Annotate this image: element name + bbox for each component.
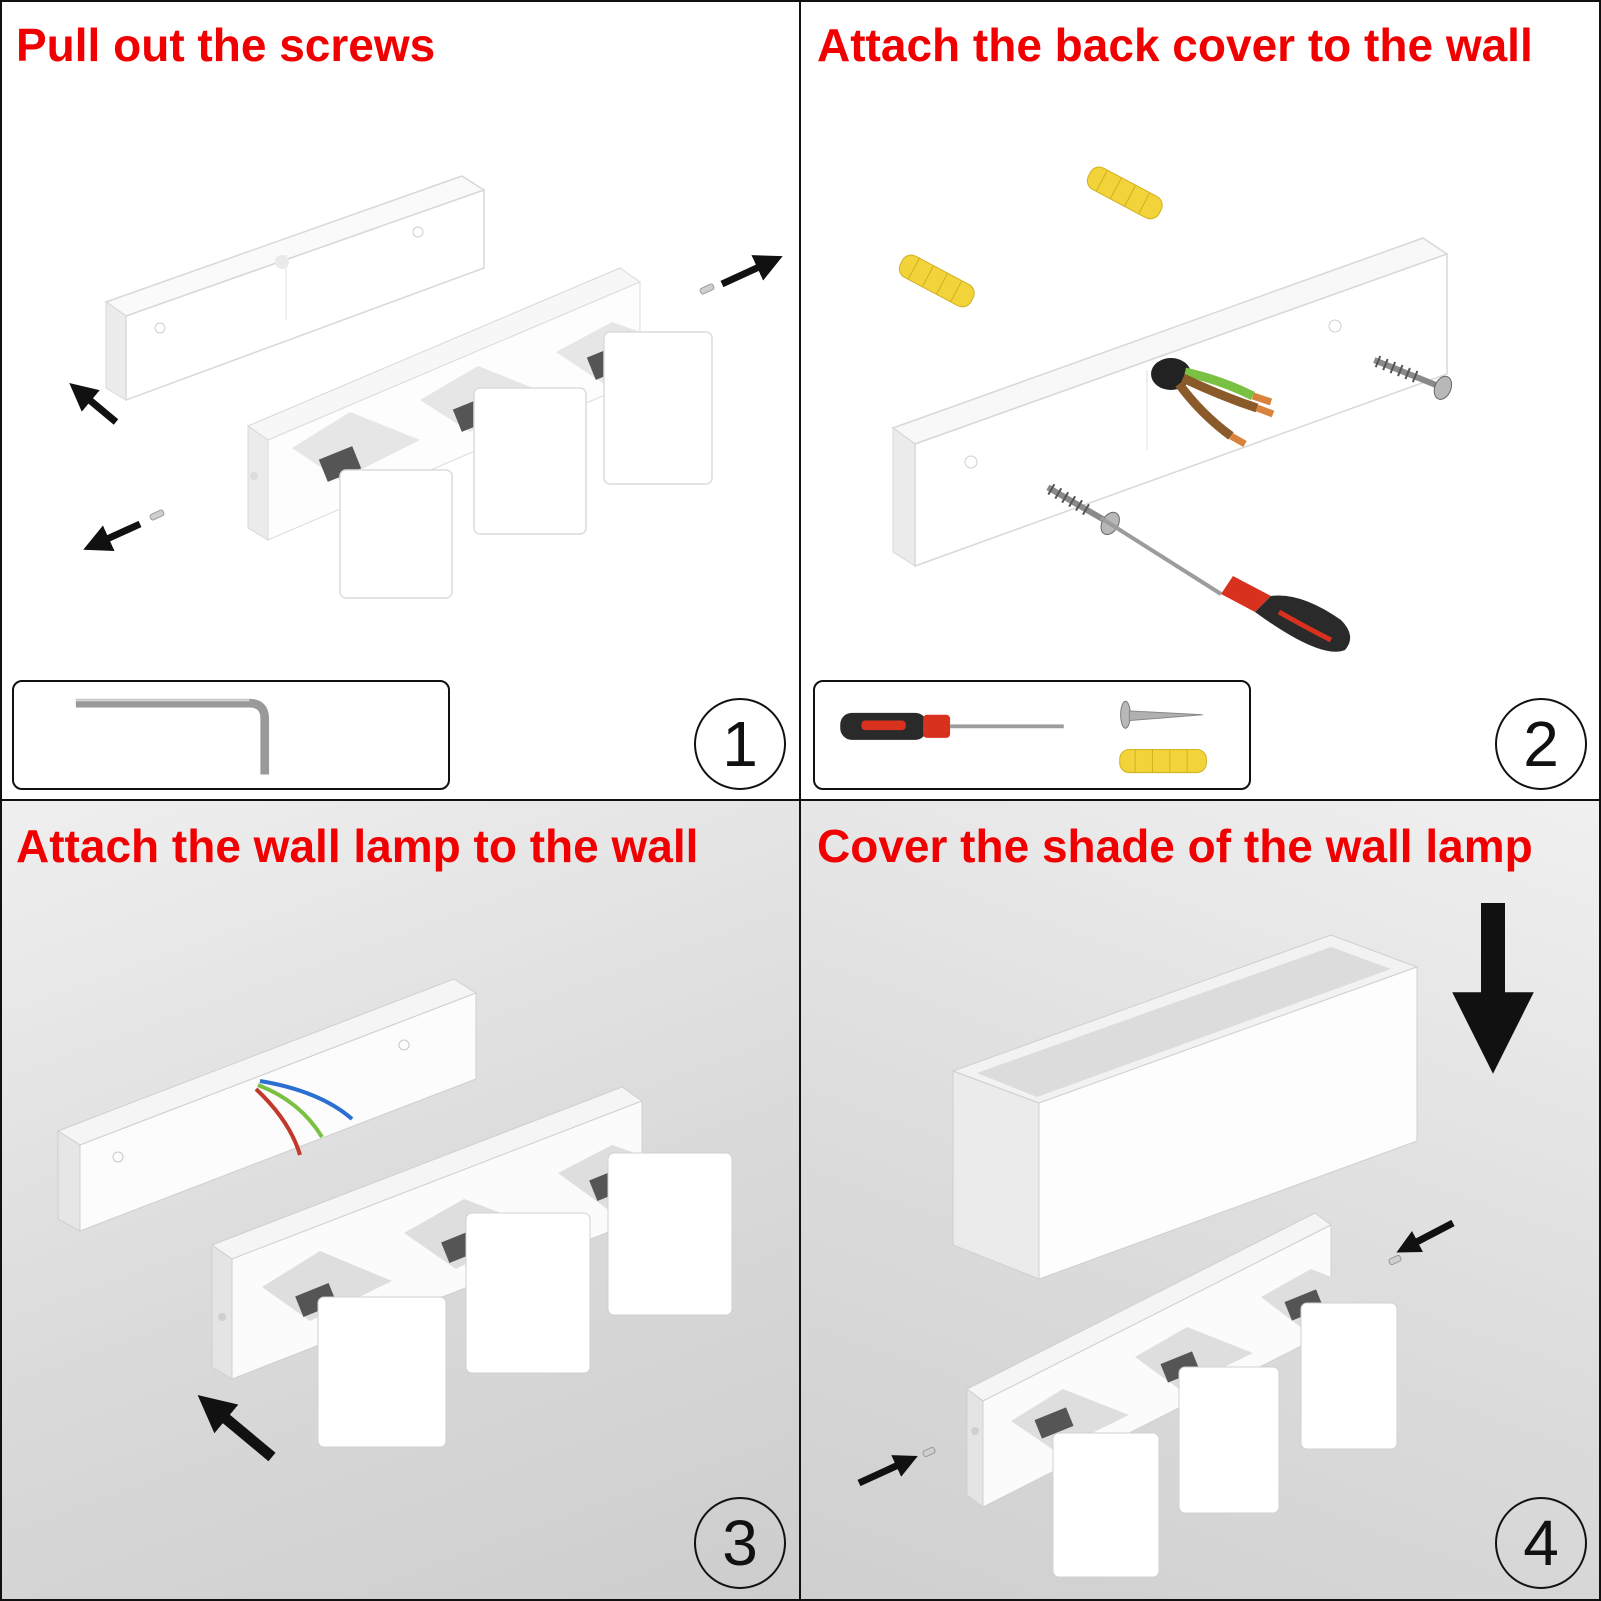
shade-cover — [951, 934, 1419, 1280]
wall-anchor-icon — [898, 254, 975, 308]
cable-wires — [254, 1079, 354, 1156]
screwdriver-icon — [840, 712, 1064, 740]
arrow-icon — [197, 1395, 276, 1462]
back-cover-plate — [891, 237, 1449, 568]
panel-step-1: Pull out the screws — [0, 0, 801, 801]
screw-icon — [1373, 355, 1453, 400]
step-number: 3 — [694, 1497, 786, 1589]
wall-anchor-icon — [1086, 166, 1163, 220]
arrow-icon — [720, 255, 783, 288]
cable-wires — [1151, 358, 1275, 448]
panel-step-3: Attach the wall lamp to the wall — [0, 801, 801, 1601]
panel-title: Attach the back cover to the wall — [817, 19, 1533, 71]
step-number: 4 — [1495, 1497, 1587, 1589]
step-number: 1 — [694, 698, 786, 790]
step-number: 2 — [1495, 698, 1587, 790]
arrow-icon — [69, 383, 119, 425]
lamp-body — [966, 1212, 1398, 1578]
lamp-body — [246, 267, 713, 599]
diagram-attach-lamp — [56, 978, 733, 1462]
panel-step-4: Cover the shade of the wall lamp — [801, 801, 1601, 1601]
toolbox — [813, 680, 1251, 790]
diagram-attach-back-cover — [891, 166, 1453, 652]
screw-left — [922, 1446, 936, 1458]
arrow-icon — [857, 1455, 918, 1487]
toolbox — [12, 680, 450, 790]
screw-left — [149, 509, 165, 521]
panel-title: Cover the shade of the wall lamp — [817, 820, 1533, 872]
lamp-body — [210, 1086, 733, 1448]
panel-step-2: Attach the back cover to the wall — [801, 0, 1601, 801]
panel-title: Attach the wall lamp to the wall — [16, 820, 699, 872]
panel-title: Pull out the screws — [16, 19, 436, 71]
diagram-cover-shade — [857, 903, 1534, 1578]
back-cover-plate — [104, 175, 486, 402]
arrow-icon — [1396, 1219, 1455, 1253]
screw-right — [699, 283, 715, 295]
screw-icon — [1120, 700, 1203, 729]
arrow-icon — [83, 520, 142, 551]
tool-legend — [840, 700, 1207, 774]
allen-key-icon — [75, 698, 270, 775]
diagram-remove-screws — [69, 175, 783, 599]
screw-right — [1388, 1254, 1402, 1266]
wall-anchor-icon — [1119, 748, 1207, 774]
screwdriver-icon — [1099, 516, 1351, 652]
